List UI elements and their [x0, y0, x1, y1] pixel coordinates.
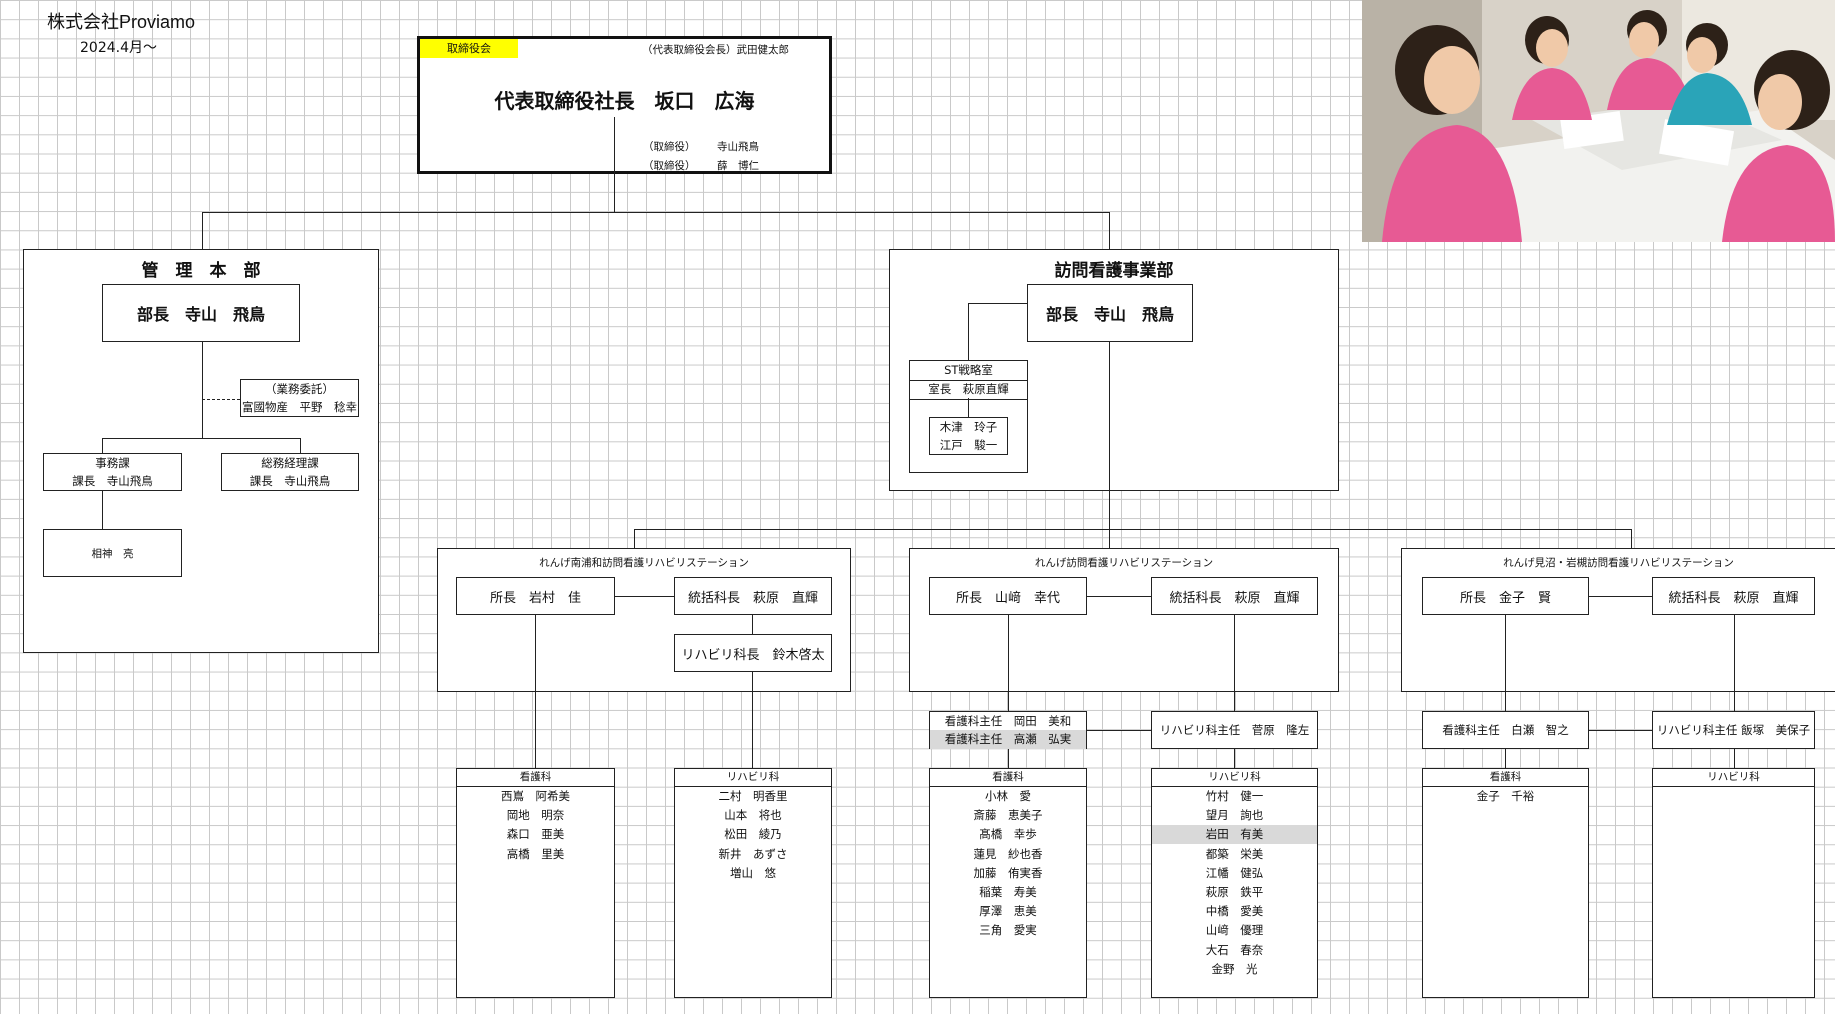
- station2-rehab-member: 江幡 健弘: [1205, 865, 1264, 880]
- station2-nurse-lead1: 看護科主任 岡田 美和: [944, 714, 1072, 728]
- station2-nurse-member: 加藤 侑実香: [973, 865, 1043, 880]
- station1-rehab-chief: リハビリ科長 鈴木啓太: [674, 634, 832, 672]
- station3-rehab-title: リハビリ科: [1653, 769, 1814, 787]
- station2-rehab-section: リハビリ科 竹村 健一望月 詢也岩田 有美都築 栄美江幡 健弘萩原 鉄平中橋 愛…: [1151, 768, 1318, 998]
- company-name: 株式会社Proviamo: [47, 12, 196, 32]
- director2-role: （取締役）: [643, 160, 696, 172]
- station2-rehab-lead: リハビリ科主任 菅原 隆左: [1151, 711, 1318, 749]
- board-badge: 取締役会: [420, 39, 518, 58]
- station2-director: 所長 山﨑 幸代: [929, 577, 1087, 615]
- station2-nurse-lead2: 看護科主任 高瀬 弘実: [930, 730, 1086, 749]
- station2-chief: 統括科長 萩原 直輝: [1151, 577, 1318, 615]
- station2-rehab-member: 萩原 鉄平: [1205, 885, 1264, 899]
- station2-nurse-member: 小林 愛: [985, 789, 1031, 803]
- station2-rehab-member: 中橋 愛美: [1205, 904, 1264, 919]
- station2-nurse-section: 看護科 小林 愛斎藤 恵美子髙橋 幸歩蓮見 紗也香加藤 侑実香稲葉 寿美厚澤 恵…: [929, 768, 1087, 998]
- station1-rehab-member: 新井 あずさ: [718, 846, 788, 861]
- station3-nurse-member: 金子 千裕: [1476, 789, 1535, 803]
- station2-rehab-member: 岩田 有美: [1152, 825, 1317, 845]
- station1-rehab-member: 山本 将也: [724, 808, 782, 823]
- station2-rehab-title: リハビリ科: [1152, 769, 1317, 787]
- station1-chief: 統括科長 萩原 直輝: [674, 577, 832, 615]
- station2-nurse-member: 稲葉 寿美: [979, 885, 1037, 899]
- station2-box: れんげ訪問看護リハビリステーション: [909, 548, 1339, 692]
- station2-nurse-member: 三角 愛実: [979, 923, 1037, 938]
- board-box: 取締役会 （代表取締役会長）武田健太郎 代表取締役社長 坂口 広海 （取締役） …: [417, 36, 832, 174]
- admin-title: 管 理 本 部: [141, 261, 261, 281]
- president: 代表取締役社長 坂口 広海: [494, 89, 755, 113]
- station1-rehab-title: リハビリ科: [675, 769, 831, 787]
- st-member1: 木津 玲子: [939, 420, 998, 434]
- station1-name: れんげ南浦和訪問看護リハビリステーション: [539, 557, 749, 569]
- outsource-box: （業務委託） 富國物産 平野 稔幸: [240, 379, 359, 417]
- director2-name: 薛 博仁: [717, 160, 759, 172]
- station1-nurse-section: 看護科 西嶌 阿希美岡地 明奈森口 亜美高橋 里美: [456, 768, 615, 998]
- outsource-name: 富國物産 平野 稔幸: [242, 400, 357, 414]
- station2-name: れんげ訪問看護リハビリステーション: [1034, 557, 1214, 569]
- station3-rehab-lead: リハビリ科主任 飯塚 美保子: [1652, 711, 1815, 749]
- office-dept: 事務課: [95, 456, 130, 470]
- station1-nurse-member: 岡地 明奈: [506, 808, 565, 823]
- outsource-label: （業務委託）: [265, 382, 334, 396]
- station2-nurse-title: 看護科: [930, 769, 1086, 787]
- station2-rehab-member: 金野 光: [1211, 961, 1258, 976]
- office-dept-box: 事務課 課長 寺山飛鳥: [43, 453, 182, 491]
- station3-nurse-section: 看護科 金子 千裕: [1422, 768, 1589, 998]
- station3-chief: 統括科長 萩原 直輝: [1652, 577, 1815, 615]
- admin-staff: 相神 亮: [43, 529, 182, 577]
- st-office: ST戦略室: [910, 361, 1027, 381]
- st-member2: 江戸 駿一: [939, 438, 998, 452]
- station2-rehab-member: 大石 春奈: [1205, 942, 1264, 957]
- station3-box: れんげ見沼・岩槻訪問看護リハビリステーション: [1401, 548, 1835, 692]
- director1-role: （取締役）: [643, 141, 696, 153]
- station1-nurse-member: 西嶌 阿希美: [501, 789, 570, 803]
- station3-rehab-section: リハビリ科: [1652, 768, 1815, 998]
- station2-rehab-member: 都築 栄美: [1205, 846, 1264, 861]
- nursing-head: 部長 寺山 飛鳥: [1027, 284, 1193, 342]
- station1-rehab-section: リハビリ科 二村 明香里山本 将也松田 綾乃新井 あずさ増山 悠: [674, 768, 832, 998]
- finance-head: 課長 寺山飛鳥: [249, 474, 331, 488]
- station2-nurse-member: 髙橋 幸歩: [979, 827, 1037, 842]
- station1-nurse-member: 森口 亜美: [506, 827, 565, 842]
- station1-rehab-member: 松田 綾乃: [724, 827, 782, 842]
- finance-dept: 総務経理課: [261, 456, 319, 470]
- station2-nurse-member: 厚澤 恵美: [979, 904, 1037, 919]
- effective-date: 2024.4月～: [80, 40, 157, 56]
- st-head: 室長 萩原直輝: [910, 380, 1027, 400]
- station2-rehab-member: 竹村 健一: [1205, 789, 1264, 803]
- nursing-title: 訪問看護事業部: [1054, 261, 1174, 281]
- team-meeting-photo: [1362, 0, 1835, 242]
- station2-nurse-member: 斎藤 恵美子: [973, 808, 1043, 823]
- station2-rehab-member: 山﨑 優理: [1205, 923, 1264, 938]
- station1-nurse-title: 看護科: [457, 769, 614, 787]
- st-members-box: 木津 玲子 江戸 駿一: [929, 417, 1008, 455]
- station1-rehab-member: 増山 悠: [730, 865, 776, 880]
- finance-dept-box: 総務経理課 課長 寺山飛鳥: [221, 453, 359, 491]
- board-chair: （代表取締役会長）武田健太郎: [642, 44, 789, 56]
- station2-rehab-member: 望月 詢也: [1205, 808, 1264, 823]
- station3-nurse-lead: 看護科主任 白瀬 智之: [1422, 711, 1589, 749]
- admin-head: 部長 寺山 飛鳥: [102, 284, 300, 342]
- station1-director: 所長 岩村 佳: [456, 577, 615, 615]
- station2-nurse-leads: 看護科主任 岡田 美和 看護科主任 高瀬 弘実: [929, 711, 1087, 749]
- station3-director: 所長 金子 賢: [1422, 577, 1589, 615]
- station1-rehab-member: 二村 明香里: [718, 789, 788, 803]
- director1-name: 寺山飛鳥: [717, 141, 759, 153]
- office-head: 課長 寺山飛鳥: [72, 474, 153, 488]
- station3-nurse-title: 看護科: [1423, 769, 1588, 787]
- station2-nurse-member: 蓮見 紗也香: [973, 846, 1043, 861]
- station1-nurse-member: 高橋 里美: [506, 846, 565, 861]
- station3-name: れんげ見沼・岩槻訪問看護リハビリステーション: [1503, 557, 1734, 569]
